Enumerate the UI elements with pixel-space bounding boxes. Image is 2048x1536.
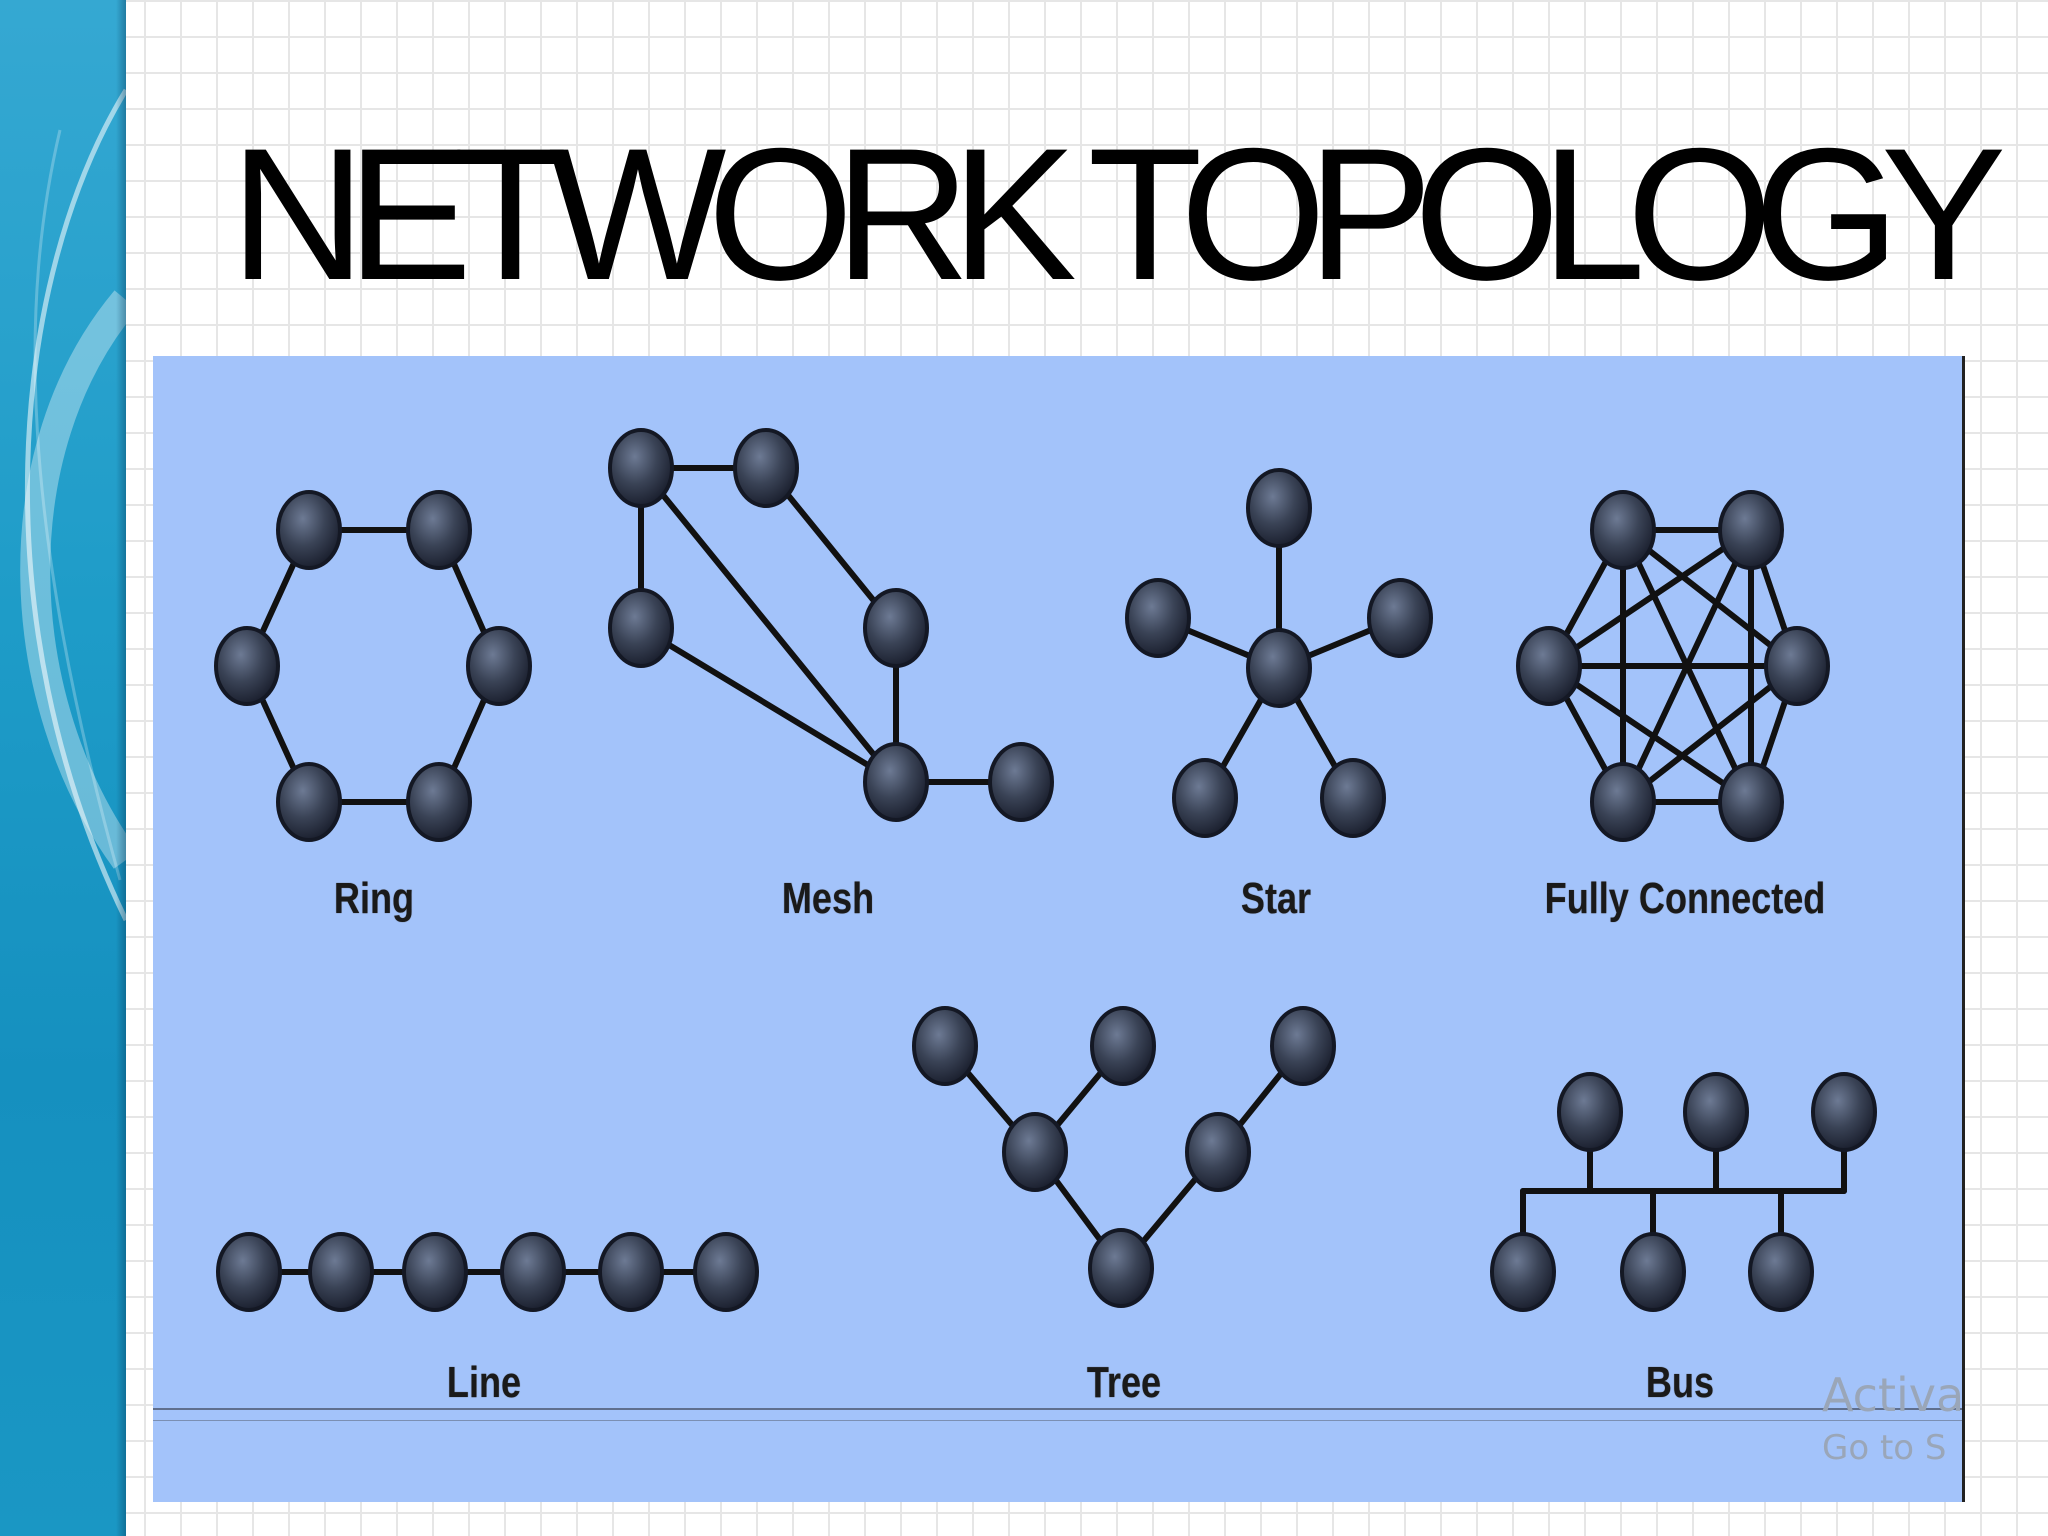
line-node (598, 1232, 664, 1312)
bus-node (1490, 1232, 1556, 1312)
line-node (693, 1232, 759, 1312)
fully-connected-node (1764, 626, 1830, 706)
star-node (1246, 468, 1312, 548)
topology-diagram-panel: Ring Mesh Star Fully Connected Line Tree… (153, 356, 1965, 1502)
tree-node (1185, 1112, 1251, 1192)
ring-node (276, 762, 342, 842)
tree-node (1090, 1006, 1156, 1086)
bus-node (1811, 1072, 1877, 1152)
fully-connected-node (1718, 490, 1784, 570)
mesh-node (988, 742, 1054, 822)
bus-node (1748, 1232, 1814, 1312)
line-node (308, 1232, 374, 1312)
line-label: Line (446, 1358, 522, 1407)
slide-title: NETWORK TOPOLOGY (230, 109, 2006, 319)
tree-node (912, 1006, 978, 1086)
ring-node (276, 490, 342, 570)
star-node (1367, 578, 1433, 658)
fully-connected-link (1546, 527, 1754, 669)
star-node (1172, 758, 1238, 838)
star-label: Star (1240, 874, 1312, 923)
line-node (216, 1232, 282, 1312)
fully-connected-node (1590, 490, 1656, 570)
star-node (1246, 628, 1312, 708)
bus-node (1683, 1072, 1749, 1152)
tree-node (1088, 1228, 1154, 1308)
fully-connected-node (1718, 762, 1784, 842)
mesh-node (608, 428, 674, 508)
mesh-node (733, 428, 799, 508)
bus-node (1620, 1232, 1686, 1312)
ring-label: Ring (333, 874, 415, 923)
fully-connected-link (1620, 527, 1800, 669)
swoosh-decoration (20, 88, 126, 922)
decorative-side-band (0, 0, 126, 1536)
ring-node (214, 626, 280, 706)
mesh-link (638, 625, 899, 785)
fully-connected-link (1620, 663, 1800, 805)
line-node (500, 1232, 566, 1312)
mesh-node (863, 742, 929, 822)
star-node (1125, 578, 1191, 658)
fully-connected-link (1546, 663, 1754, 805)
tree-node (1270, 1006, 1336, 1086)
ring-node (406, 490, 472, 570)
fully-connected-node (1516, 626, 1582, 706)
watermark-line2: Go to S (1822, 1428, 1947, 1468)
watermark-line1: Activa (1822, 1368, 1965, 1422)
star-node (1320, 758, 1386, 838)
divider-line (153, 1420, 1962, 1421)
mesh-label: Mesh (781, 874, 875, 923)
topology-diagram (214, 428, 1877, 1312)
bus-label: Bus (1645, 1358, 1715, 1407)
fully-connected-label: Fully Connected (1544, 874, 1826, 923)
divider-line (153, 1408, 1962, 1410)
fully-connected-node (1590, 762, 1656, 842)
line-node (402, 1232, 468, 1312)
mesh-node (608, 588, 674, 668)
bus-node (1557, 1072, 1623, 1152)
mesh-link (638, 465, 899, 785)
tree-node (1002, 1112, 1068, 1192)
tree-label: Tree (1086, 1358, 1162, 1407)
ring-node (406, 762, 472, 842)
mesh-node (863, 588, 929, 668)
ring-node (466, 626, 532, 706)
